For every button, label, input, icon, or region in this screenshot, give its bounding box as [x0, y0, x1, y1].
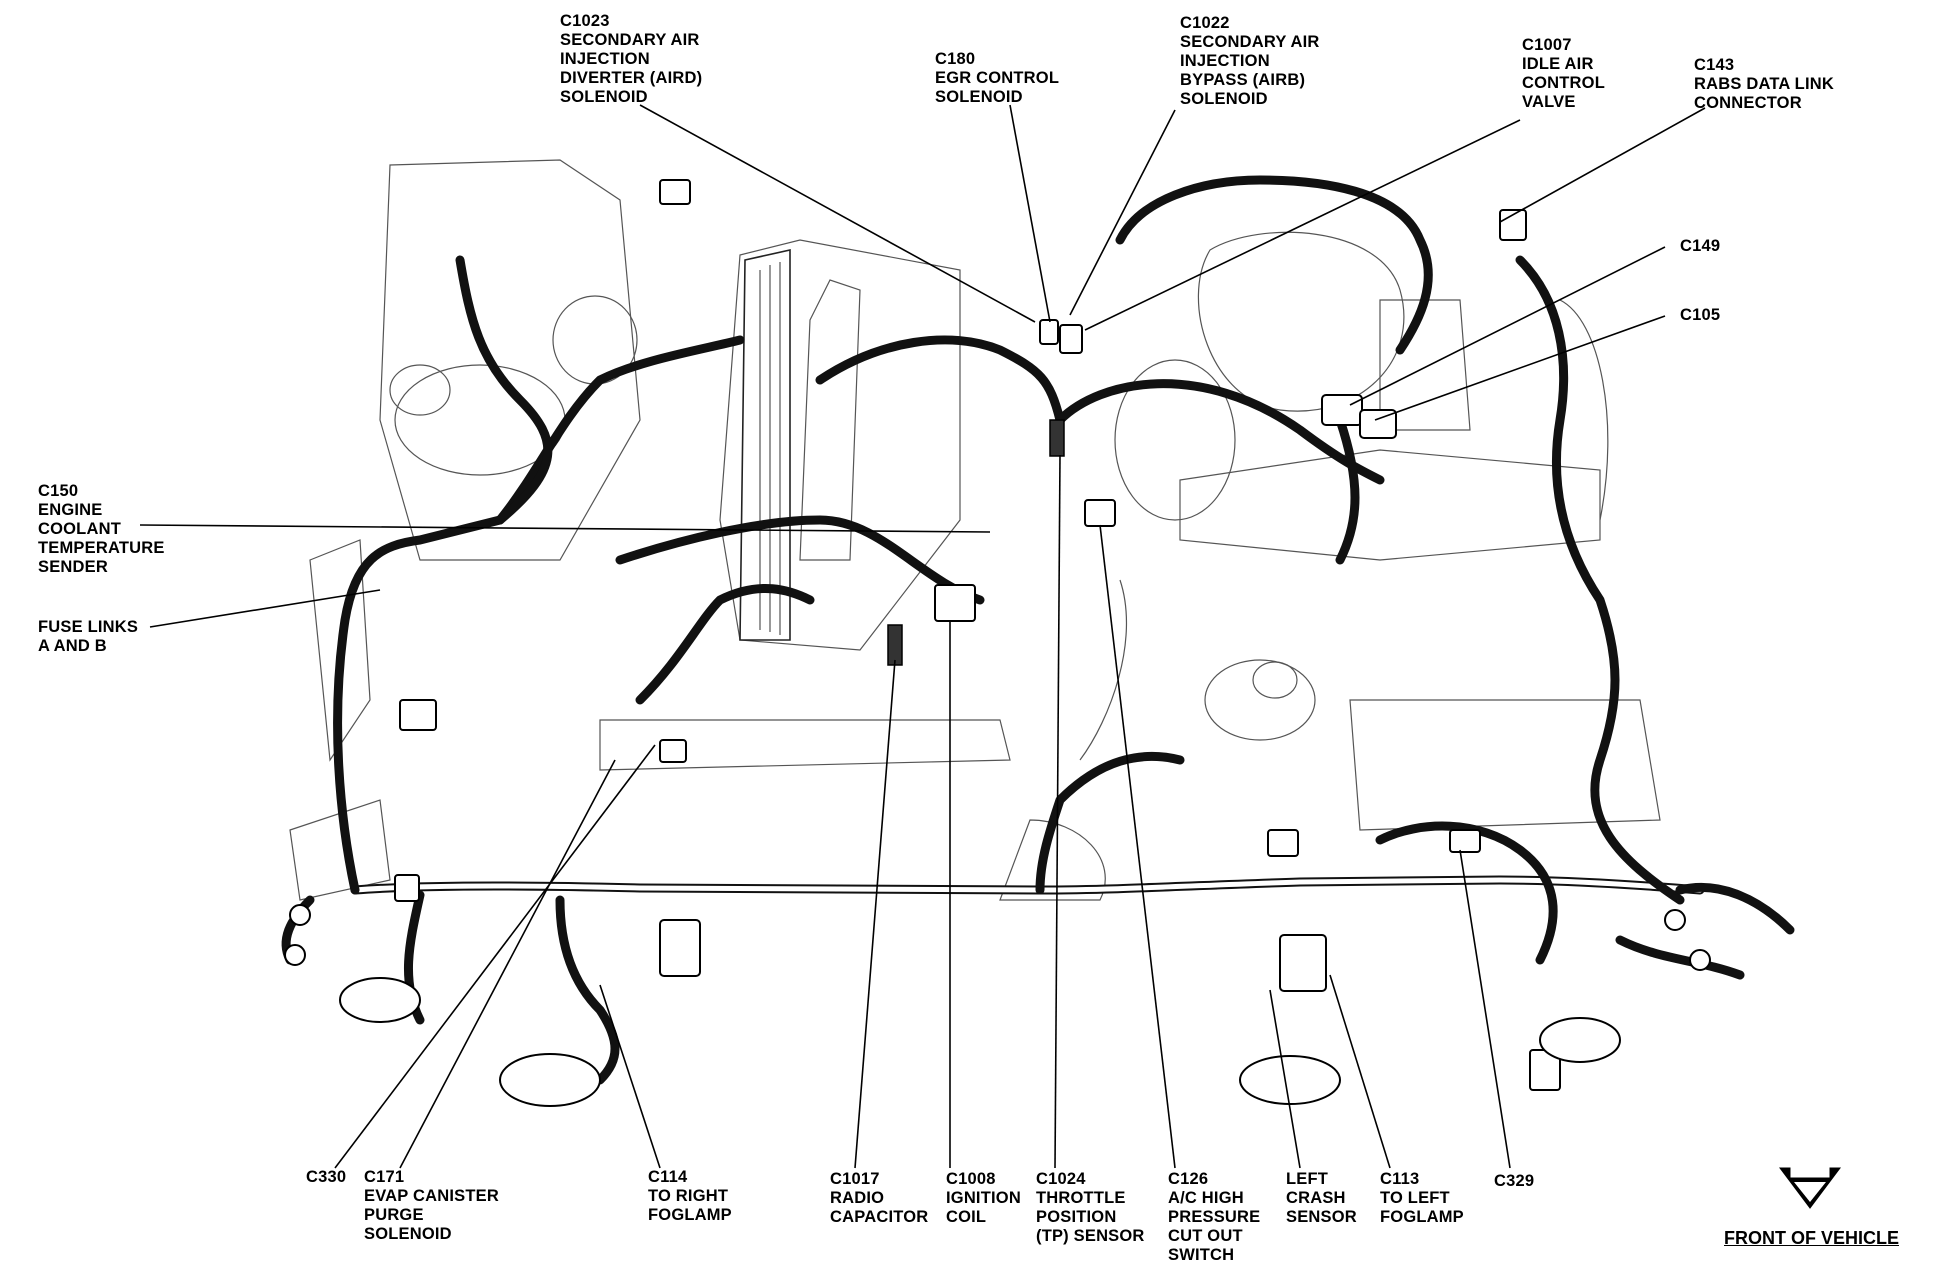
label-line: C1024	[1036, 1170, 1086, 1188]
label-line: CAPACITOR	[830, 1208, 929, 1226]
label-line: C1022	[1180, 14, 1230, 32]
label-line: FOGLAMP	[648, 1206, 732, 1224]
label-line: SENDER	[38, 558, 108, 576]
label-line: INJECTION	[560, 50, 650, 68]
label-line: C105	[1680, 306, 1721, 324]
label-line: C149	[1680, 237, 1721, 255]
label-line: IGNITION	[946, 1189, 1021, 1207]
label-line: PURGE	[364, 1206, 424, 1224]
label-line: TO RIGHT	[648, 1187, 729, 1205]
label-line: RADIO	[830, 1189, 885, 1207]
label-line: SECONDARY AIR	[560, 31, 700, 49]
wire-harness	[281, 175, 1795, 1085]
label-line: (TP) SENSOR	[1036, 1227, 1145, 1245]
leader-lines	[139, 104, 1706, 1169]
label-line: COIL	[946, 1208, 987, 1226]
label-line: FUSE LINKS	[38, 618, 139, 636]
label-line: EVAP CANISTER	[364, 1187, 499, 1205]
label-line: A/C HIGH	[1168, 1189, 1244, 1207]
label-c149: C149	[1680, 237, 1720, 256]
label-line: SOLENOID	[560, 88, 648, 106]
label-line: INJECTION	[1180, 52, 1270, 70]
label-line: C143	[1694, 56, 1735, 74]
label-line: BYPASS (AIRB)	[1180, 71, 1306, 89]
label-line: C126	[1168, 1170, 1209, 1188]
label-line: THROTTLE	[1036, 1189, 1126, 1207]
label-line: CUT OUT	[1168, 1227, 1243, 1245]
front-of-vehicle-label: FRONT OF VEHICLE	[1724, 1228, 1899, 1248]
label-line: C1017	[830, 1170, 880, 1188]
label-line: C180	[935, 50, 976, 68]
label-line: C330	[306, 1168, 347, 1186]
label-line: POSITION	[1036, 1208, 1117, 1226]
label-line: CONTROL	[1522, 74, 1605, 92]
label-line: C114	[648, 1168, 688, 1186]
label-line: SENSOR	[1286, 1208, 1357, 1226]
label-c329: C329	[1494, 1172, 1534, 1191]
label-line: EGR CONTROL	[935, 69, 1060, 87]
label-line: LEFT	[1286, 1170, 1329, 1188]
label-line: C1023	[560, 12, 610, 30]
engine-outline	[289, 159, 1661, 901]
label-line: C329	[1494, 1172, 1535, 1190]
label-line: PRESSURE	[1168, 1208, 1261, 1226]
label-line: VALVE	[1522, 93, 1576, 111]
label-line: SECONDARY AIR	[1180, 33, 1320, 51]
label-line: SOLENOID	[935, 88, 1023, 106]
connectors	[284, 179, 1711, 1107]
label-line: IDLE AIR	[1522, 55, 1594, 73]
label-line: CRASH	[1286, 1189, 1346, 1207]
label-line: C150	[38, 482, 79, 500]
label-line: DIVERTER (AIRD)	[560, 69, 703, 87]
label-line: TEMPERATURE	[38, 539, 165, 557]
label-line: SOLENOID	[364, 1225, 452, 1243]
label-line: A AND B	[38, 637, 107, 655]
front-arrow-icon	[1779, 1167, 1841, 1209]
label-line: CONNECTOR	[1694, 94, 1802, 112]
label-line: ENGINE	[38, 501, 103, 519]
label-line: SOLENOID	[1180, 90, 1268, 108]
label-line: C1007	[1522, 36, 1572, 54]
label-line: C113	[1380, 1170, 1420, 1188]
label-c330: C330	[306, 1168, 346, 1187]
label-line: RABS DATA LINK	[1694, 75, 1834, 93]
label-line: C171	[364, 1168, 405, 1186]
label-line: TO LEFT	[1380, 1189, 1450, 1207]
label-line: C1008	[946, 1170, 996, 1188]
label-line: FOGLAMP	[1380, 1208, 1464, 1226]
label-line: SWITCH	[1168, 1246, 1235, 1264]
label-c105: C105	[1680, 306, 1720, 325]
label-line: COOLANT	[38, 520, 121, 538]
